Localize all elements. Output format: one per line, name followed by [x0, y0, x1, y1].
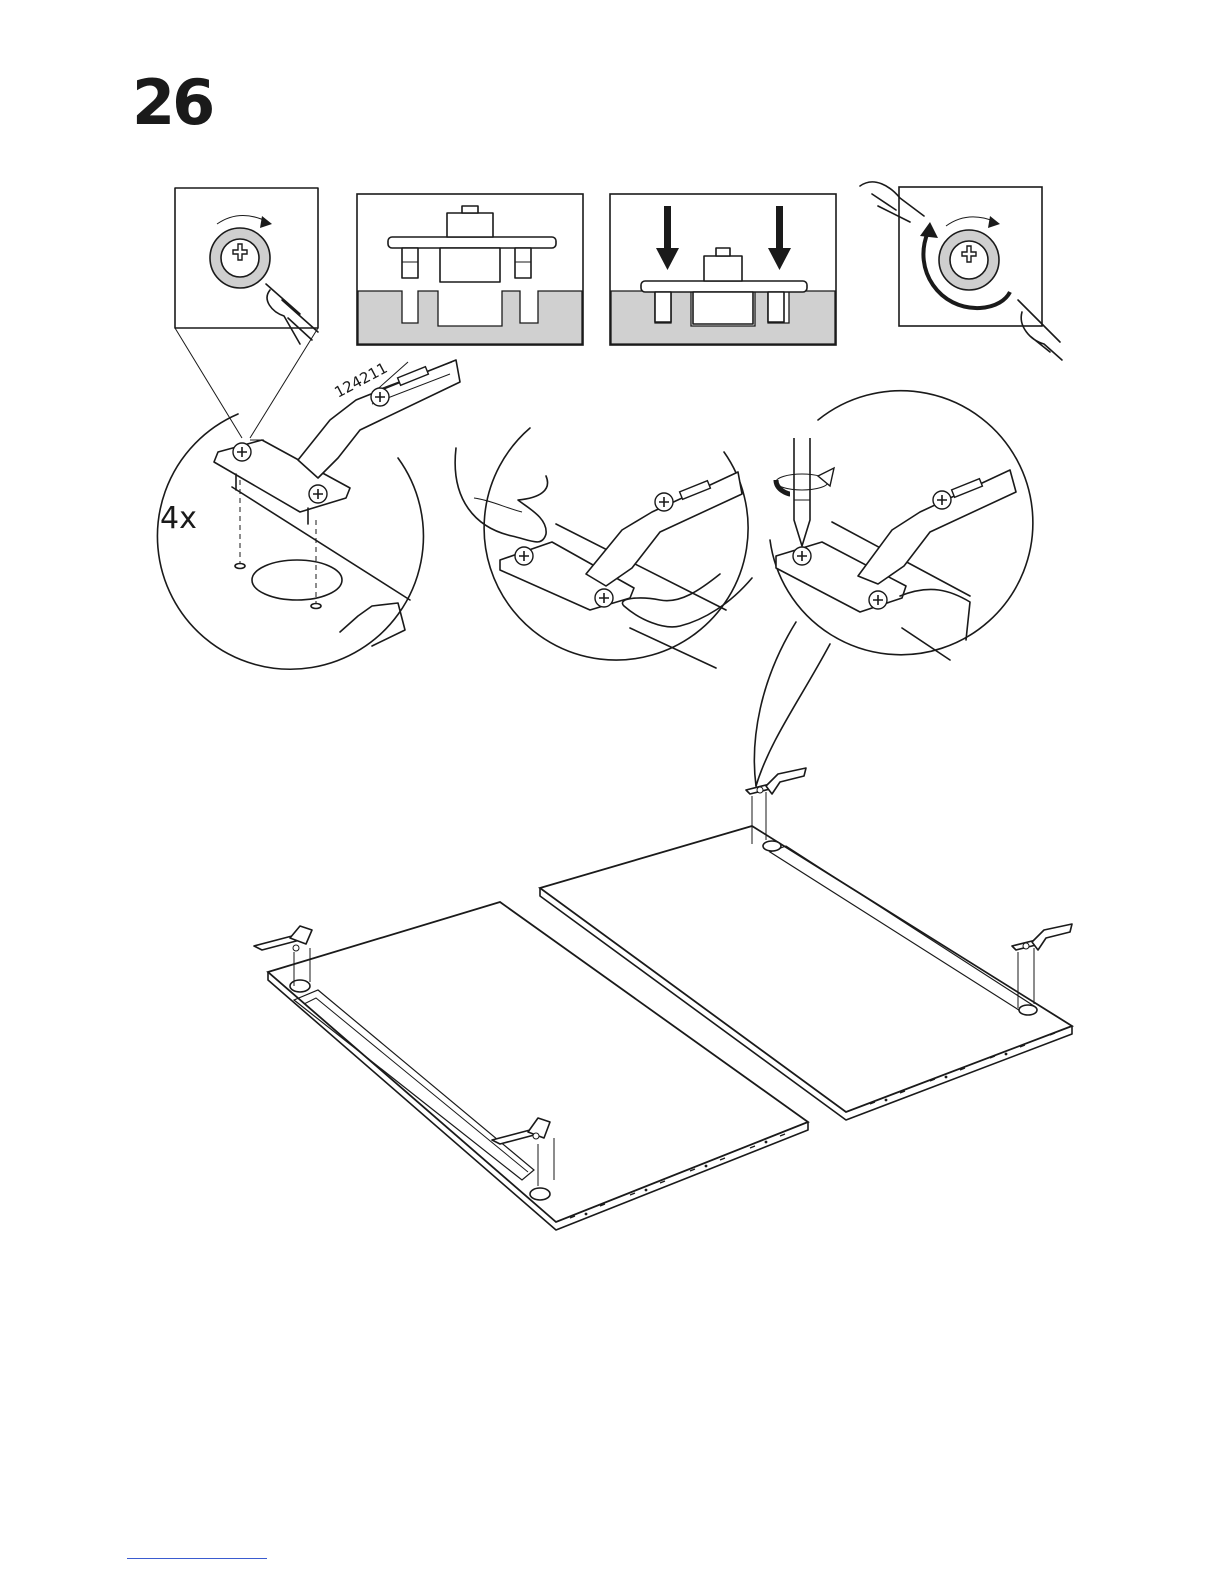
screwdriver-icon	[794, 438, 810, 546]
hand-icon	[266, 284, 318, 344]
detail-panel-screw-rotate	[175, 188, 318, 438]
cross-section-seated	[610, 194, 836, 345]
detail-panel-screw-tighten	[860, 182, 1062, 360]
hand-icon	[622, 574, 752, 627]
detail-circle-press-hinge	[455, 428, 752, 668]
detail-circle-insert-hinge: 4x 124211	[157, 359, 460, 669]
detail-circle-tighten-screw	[754, 391, 1032, 786]
footer-rule	[127, 1558, 267, 1559]
quantity-label: 4x	[160, 501, 197, 536]
cross-section-unseated	[357, 194, 583, 345]
rotate-arrow-icon	[217, 215, 272, 228]
phillips-screw-icon	[210, 228, 270, 288]
